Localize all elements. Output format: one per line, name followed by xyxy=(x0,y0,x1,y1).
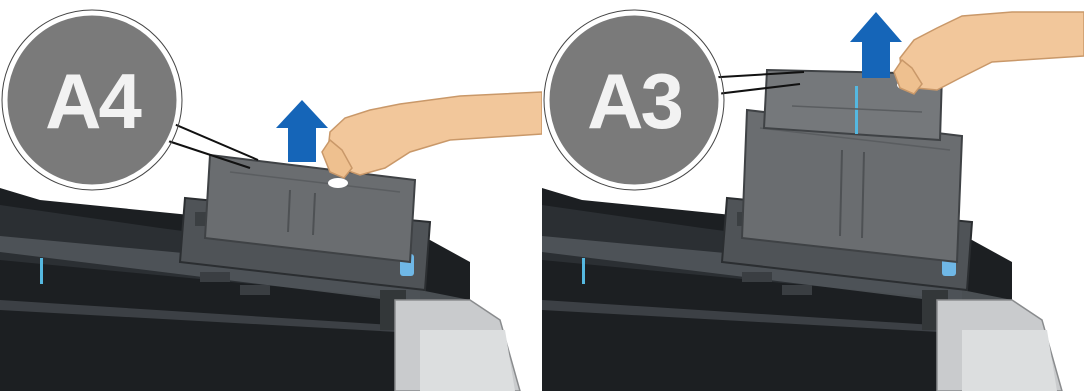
blue-guide-mark xyxy=(40,258,43,284)
illustration-a4: A4 xyxy=(0,0,542,391)
clip-detail xyxy=(742,272,772,282)
clip-detail xyxy=(240,285,270,295)
blue-guide-mark xyxy=(582,258,585,284)
clip-detail xyxy=(782,285,812,295)
panel-a3: A3 xyxy=(542,0,1084,391)
blue-center-line xyxy=(855,86,858,134)
badge-label: A4 xyxy=(45,57,141,145)
up-arrow-icon xyxy=(276,100,328,162)
illustration-a3: A3 xyxy=(542,0,1084,391)
up-arrow-icon xyxy=(850,12,902,78)
tray-grip xyxy=(328,178,348,188)
hand xyxy=(900,12,1084,90)
clip-detail xyxy=(200,272,230,282)
printer-body-front xyxy=(420,330,515,391)
printer-body-front xyxy=(962,330,1057,391)
badge-label: A3 xyxy=(587,57,681,145)
panel-a4: A4 xyxy=(0,0,542,391)
hand xyxy=(328,92,542,175)
